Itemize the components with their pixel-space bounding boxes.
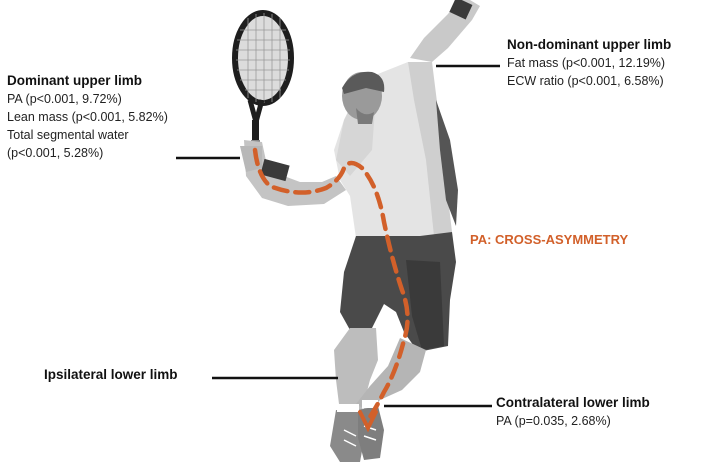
nondominant-upper-limb-label: Non-dominant upper limb Fat mass (p<0.00… (507, 36, 671, 90)
cross-asymmetry-label: PA: CROSS-ASYMMETRY (470, 232, 628, 247)
dominant-lean-mass-stat: Lean mass (p<0.001, 5.82%) (7, 108, 168, 126)
contralateral-lower-limb-label: Contralateral lower limb PA (p=0.035, 2.… (496, 394, 650, 430)
dominant-upper-limb-label: Dominant upper limb PA (p<0.001, 9.72%) … (7, 72, 168, 162)
dominant-water-stat: Total segmental water (7, 126, 168, 144)
racket-icon (235, 13, 291, 156)
contralateral-pa-stat: PA (p=0.035, 2.68%) (496, 412, 650, 430)
nondominant-upper-limb-title: Non-dominant upper limb (507, 36, 671, 54)
nondominant-ecw-ratio-stat: ECW ratio (p<0.001, 6.58%) (507, 72, 671, 90)
dominant-water-pvalue: (p<0.001, 5.28%) (7, 144, 168, 162)
dominant-pa-stat: PA (p<0.001, 9.72%) (7, 90, 168, 108)
contralateral-lower-limb-title: Contralateral lower limb (496, 394, 650, 412)
ipsilateral-lower-limb-title: Ipsilateral lower limb (44, 366, 178, 384)
ipsilateral-lower-limb-label: Ipsilateral lower limb (44, 366, 178, 384)
nondominant-fat-mass-stat: Fat mass (p<0.001, 12.19%) (507, 54, 671, 72)
dominant-upper-limb-title: Dominant upper limb (7, 72, 168, 90)
